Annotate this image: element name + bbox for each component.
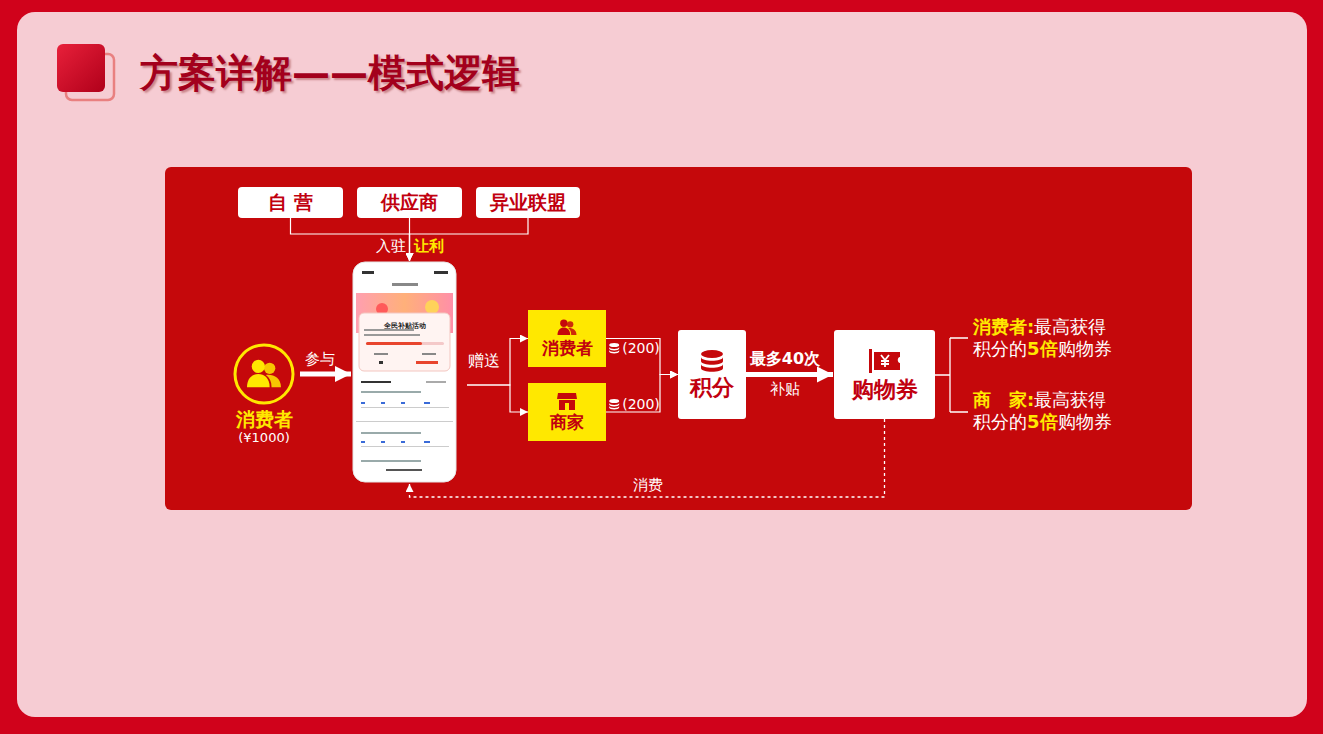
process-box: 积分 (678, 330, 746, 419)
edge-label: 入驻 (376, 237, 406, 256)
edge-label: (200) (622, 340, 660, 356)
note-label: 5倍 (1027, 338, 1058, 360)
text-row: 积分的5倍购物券 (973, 411, 1112, 433)
note-label: 购物券 (1058, 338, 1112, 360)
note-label: 积分的 (973, 338, 1027, 360)
connector (606, 375, 678, 413)
edge-label-wrap: 消费 (630, 476, 666, 495)
process-box: 消费者 (528, 310, 606, 367)
edge-label: 参与 (305, 350, 335, 369)
node-text: 异业联盟 (490, 190, 566, 216)
note-label: 补贴 (770, 380, 800, 399)
connector (300, 372, 351, 377)
consumer-badge: 消费者(¥1000) (226, 342, 302, 450)
title-icon (52, 40, 122, 106)
text-row: 消费者:最高获得 (973, 316, 1106, 338)
node-text: 商家 (550, 411, 584, 433)
coin-icon (608, 342, 620, 354)
connector (606, 339, 678, 375)
note-label: 让利 (414, 237, 444, 256)
connector (410, 419, 885, 497)
node-text: 积分 (690, 374, 734, 402)
node-text: 购物券 (852, 376, 918, 404)
edge-label: 赠送 (468, 351, 500, 372)
note-label: 购物券 (1058, 411, 1112, 433)
process-box: 自 营 (238, 187, 343, 218)
node-text: 自 营 (268, 190, 313, 216)
process-box: 异业联盟 (476, 187, 580, 218)
text-row: 商 家:最高获得 (973, 389, 1106, 411)
connector (467, 339, 528, 386)
note-label: 积分的 (973, 411, 1027, 433)
connector (746, 372, 833, 377)
note-label: 最高获得 (1034, 389, 1106, 411)
edge-label-wrap: (200) (608, 340, 660, 356)
node-text: 全民补贴活动 (352, 321, 457, 331)
connector (291, 218, 410, 261)
page-title: 方案详解——模式逻辑 (140, 48, 520, 99)
node-text: (¥1000) (238, 430, 290, 446)
edge-label-wrap: 赠送 (468, 351, 500, 372)
phone-screen: 全民补贴活动 (352, 261, 467, 483)
text-row: 积分的5倍购物券 (973, 338, 1112, 360)
process-box: 供应商 (357, 187, 462, 218)
edge-label-wrap: 参与 (305, 350, 335, 369)
edge-label-wrap: (200) (608, 396, 660, 412)
connector (410, 218, 529, 261)
edge-label-wrap: 入驻 (376, 237, 406, 256)
node-text: 消费者 (542, 337, 593, 359)
coin-icon (608, 398, 620, 410)
process-box: 商家 (528, 383, 606, 441)
note-label: 5倍 (1027, 411, 1058, 433)
note-label: 商 家: (973, 389, 1034, 411)
label-wrap: 补贴 (770, 380, 800, 399)
edge-label: (200) (622, 396, 660, 412)
label-wrap: 让利 (414, 237, 444, 256)
connector (467, 385, 528, 412)
edge-label: 最多40次 (750, 349, 820, 370)
note-label: 消费者: (973, 316, 1034, 338)
note-label: 最高获得 (1034, 316, 1106, 338)
edge-label-wrap: 最多40次 (750, 349, 820, 370)
node-text: 供应商 (381, 190, 438, 216)
edge-label: 消费 (630, 476, 666, 495)
process-box: 购物券 (834, 330, 935, 419)
node-text: 消费者 (236, 408, 293, 430)
